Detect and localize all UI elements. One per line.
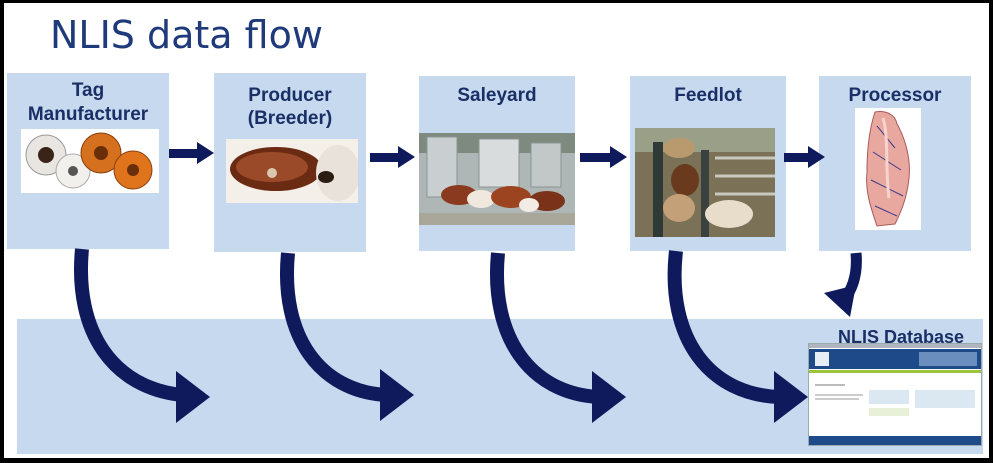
stage-label-line2: Manufacturer [27,104,149,125]
right-arrow-icon [370,146,415,168]
flow-arrows [74,142,862,423]
slide-canvas: NLIS data flow Tag Manufacturer [4,3,989,458]
nlis-database-label: NLIS Database [838,327,965,347]
stage-label-text: Processor [848,85,942,106]
right-arrow-icon [580,146,627,168]
nlis-website-screenshot [808,343,982,446]
curved-arrow-icon [280,252,414,421]
stage-label-line2: (Breeder) [247,108,333,129]
curved-arrow-icon [490,252,626,423]
saleyard-cattle-photo [419,133,575,225]
slide-title: NLIS data flow [50,13,323,57]
stage-saleyard: Saleyard [419,76,575,251]
carcass-photo [855,108,921,230]
feedlot-cattle-photo [635,128,775,237]
stage-label-line1: Producer [248,85,332,106]
stage-label-text: Saleyard [457,85,537,106]
curved-arrow-icon [667,250,808,423]
stage-feedlot: Feedlot [630,76,786,251]
stage-label-line1: Tag [71,80,105,101]
down-arrow-icon [824,252,862,317]
stage-producer: Producer (Breeder) [214,73,366,252]
stage-tag-manufacturer: Tag Manufacturer [7,73,169,249]
cattle-ear-tag-photo [226,139,358,203]
stage-processor: Processor [819,76,971,251]
right-arrow-icon [169,142,214,164]
ear-tags-photo [21,129,159,193]
stage-label-text: Feedlot [674,85,742,106]
curved-arrow-icon [74,248,210,423]
right-arrow-icon [784,146,825,168]
